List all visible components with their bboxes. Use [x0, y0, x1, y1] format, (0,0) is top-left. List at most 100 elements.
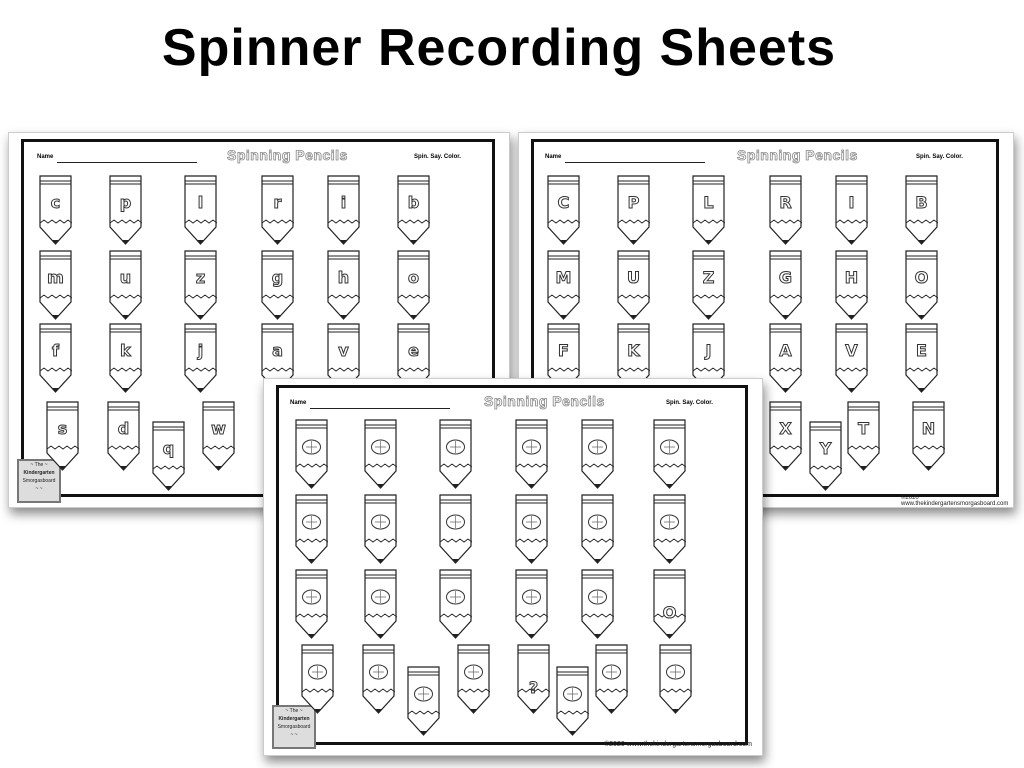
pencil-j: j [184, 323, 217, 393]
pencil-u: u [109, 250, 142, 320]
pencil-letter: B [915, 193, 928, 213]
pencil-yoyo [653, 494, 686, 564]
directions: Spin. Say. Color. [414, 154, 461, 160]
sheet-border [531, 139, 999, 497]
sheet-title: Spinning Pencils [737, 147, 858, 164]
pencil-letter: I [848, 193, 855, 213]
pencil-k: k [109, 323, 142, 393]
pencil-letter: l [197, 193, 204, 213]
pencil-letter: w [211, 419, 227, 439]
name-line [310, 408, 450, 409]
pencil-fish-bowl [364, 419, 397, 489]
pencil-letter: Y [819, 439, 832, 459]
pencil-letter: r [273, 193, 282, 213]
pencil-elephant [439, 569, 472, 639]
pencil-M: M [547, 250, 580, 320]
pencil-letter: E [916, 341, 928, 361]
pencil-fish [653, 419, 686, 489]
pencil-U: U [617, 250, 650, 320]
sheet-pictures: Name Spinning Pencils Spin. Say. Color. … [263, 378, 763, 756]
pencil-p: p [109, 175, 142, 245]
pencil-letter: U [627, 268, 641, 288]
pencil-letter: q [162, 439, 175, 459]
name-label: Name [545, 154, 562, 160]
pencil-G: G [769, 250, 802, 320]
pencil-letter: h [337, 268, 350, 288]
pencil-letter: T [858, 419, 870, 439]
name-label: Name [37, 154, 54, 160]
pencil-A: A [769, 323, 802, 393]
pencil-i: i [327, 175, 360, 245]
pencil-letter: k [120, 341, 132, 361]
pencil-P: P [617, 175, 650, 245]
pencil-jellyfish [581, 494, 614, 564]
pencil-letter: K [627, 341, 640, 361]
pencil-letter: Z [702, 268, 715, 288]
pencil-r: r [261, 175, 294, 245]
sheet-title: Spinning Pencils [484, 393, 605, 410]
pencil-letter: L [703, 193, 714, 213]
pencil-E: E [905, 323, 938, 393]
pencil-letter: H [844, 268, 859, 288]
pencil-letter: o [408, 268, 420, 288]
directions: Spin. Say. Color. [666, 400, 713, 406]
pencil-letter: u [119, 268, 132, 288]
pencil-b: b [397, 175, 430, 245]
pencil-Y: Y [809, 421, 842, 491]
pencil-letter: O [914, 268, 929, 288]
pencil-robot [295, 569, 328, 639]
pencil-X: X [769, 401, 802, 471]
pencil-c: c [39, 175, 72, 245]
page-title: Spinner Recording Sheets [161, 19, 837, 77]
pencil-Z: Z [692, 250, 725, 320]
pencil-underwear [581, 569, 614, 639]
pencil-letter: z [195, 268, 206, 288]
pencil-flamingo [439, 419, 472, 489]
pencil-z: z [184, 250, 217, 320]
pencil-letter: d [117, 419, 130, 439]
pencil-T: T [847, 401, 880, 471]
pencil-letter: X [779, 419, 792, 439]
pencil-question-mark: ? [517, 644, 550, 714]
pencil-letter: i [340, 193, 347, 213]
pencil-q: q [152, 421, 185, 491]
pencil-letter: P [627, 193, 640, 213]
pencil-taco [439, 494, 472, 564]
pencil-letter: c [50, 193, 61, 213]
pencil-H: H [835, 250, 868, 320]
pencil-d: d [107, 401, 140, 471]
pencil-guitar [515, 494, 548, 564]
pencil-letter: A [779, 341, 792, 361]
pencil-pizza [364, 569, 397, 639]
pencil-letter: V [845, 341, 858, 361]
copyright-footer: ©2020 www.thekindergartensmorgasboard.co… [604, 741, 752, 748]
pencil-J: J [692, 323, 725, 393]
pencil-ring: O [653, 569, 686, 639]
pencil-letter: G [778, 268, 793, 288]
pencil-letter: m [47, 268, 65, 288]
pencil-key [659, 644, 692, 714]
pencil-w: w [202, 401, 235, 471]
pencil-volcano [362, 644, 395, 714]
pencil-letter: j [197, 341, 204, 361]
pencil-g: g [261, 250, 294, 320]
pencil-B: B [905, 175, 938, 245]
pencil-letter: M [555, 268, 572, 288]
name-line [57, 162, 197, 163]
pencil-a: a [261, 323, 294, 393]
pencil-N: N [912, 401, 945, 471]
pencil-letter: a [272, 341, 284, 361]
pencil-wagon [556, 666, 589, 736]
pencil-bat [295, 419, 328, 489]
pencil-letter: v [338, 341, 349, 361]
pencil-o: o [397, 250, 430, 320]
pencil-v: v [327, 323, 360, 393]
pencil-letter: C [557, 193, 570, 213]
pencil-letter: e [408, 341, 420, 361]
pencil-letter: F [558, 341, 570, 361]
pencil-f: f [39, 323, 72, 393]
pencil-C: C [547, 175, 580, 245]
pencil-net [581, 419, 614, 489]
pencil-m: m [39, 250, 72, 320]
